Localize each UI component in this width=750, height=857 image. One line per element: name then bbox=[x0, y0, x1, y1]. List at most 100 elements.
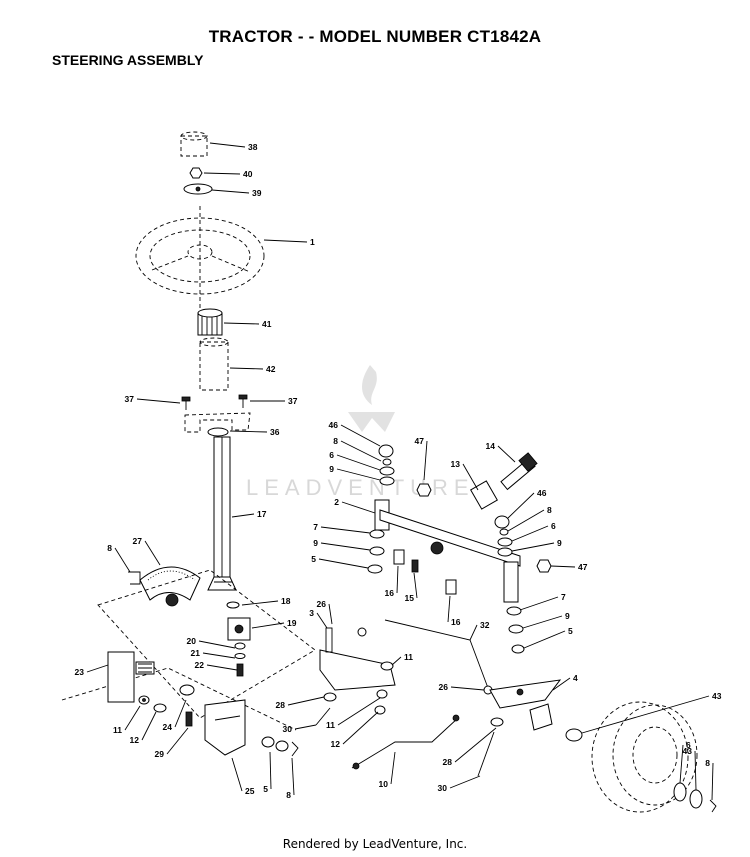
spacer-24 bbox=[179, 684, 195, 696]
part-callout: 22 bbox=[195, 660, 205, 670]
leader-line bbox=[229, 430, 268, 433]
leader-line bbox=[231, 513, 255, 518]
washer-6-wheel bbox=[673, 782, 687, 802]
part-callout: 1 bbox=[310, 237, 315, 247]
lock-nut-11-left bbox=[138, 695, 150, 705]
washers-5-left bbox=[261, 736, 289, 752]
part-callout: 47 bbox=[415, 436, 425, 446]
part-callout: 9 bbox=[565, 611, 570, 621]
washer-6-left-axle bbox=[379, 466, 395, 476]
leader-line bbox=[469, 624, 478, 641]
shaft-washer bbox=[226, 601, 240, 609]
part-callout: 3 bbox=[309, 608, 314, 618]
part-callout: 9 bbox=[557, 538, 562, 548]
watermark: LEADVENTURE bbox=[246, 365, 469, 500]
part-callout: 5 bbox=[568, 626, 573, 636]
washer-9-right-axle bbox=[497, 547, 513, 557]
leader-line bbox=[511, 525, 549, 542]
steering-bellows bbox=[199, 337, 229, 391]
front-axle bbox=[379, 509, 521, 567]
leader-line bbox=[269, 751, 272, 790]
part-callout: 11 bbox=[326, 720, 335, 730]
leader-line bbox=[202, 652, 236, 659]
steering-wheel bbox=[135, 206, 265, 320]
leader-line bbox=[711, 762, 714, 801]
part-callout: 21 bbox=[191, 648, 201, 658]
hex-nut bbox=[189, 167, 203, 179]
part-callout: 30 bbox=[283, 724, 293, 734]
part-callout: 28 bbox=[443, 757, 453, 767]
washer-43-wheel bbox=[689, 789, 703, 809]
part-callout: 9 bbox=[313, 538, 318, 548]
part-callout: 15 bbox=[405, 593, 415, 603]
part-callout: 23 bbox=[75, 667, 85, 677]
leader-line bbox=[223, 322, 260, 325]
part-callout: 16 bbox=[451, 617, 461, 627]
part-callout: 6 bbox=[329, 450, 334, 460]
leader-line bbox=[203, 172, 241, 175]
part-callout: 8 bbox=[547, 505, 552, 515]
bushing-20 bbox=[234, 642, 246, 650]
bolt-29 bbox=[185, 711, 193, 727]
leader-line bbox=[263, 239, 308, 243]
part-callout: 8 bbox=[107, 543, 112, 553]
steering-adapter bbox=[197, 308, 223, 336]
part-callout: 2 bbox=[334, 497, 339, 507]
washer-28-left bbox=[323, 692, 337, 702]
leader-line bbox=[206, 664, 238, 671]
footer-credit: Rendered by LeadVenture, Inc. bbox=[282, 837, 468, 851]
part-callout: 10 bbox=[379, 779, 389, 789]
leader-line bbox=[449, 775, 481, 789]
part-callout: 42 bbox=[266, 364, 276, 374]
steering-arm-right bbox=[489, 679, 562, 709]
steering-cap bbox=[180, 131, 208, 157]
part-callout: 18 bbox=[281, 596, 291, 606]
part-callout: 20 bbox=[187, 636, 197, 646]
part-callout: 39 bbox=[252, 188, 262, 198]
part-callout: 37 bbox=[125, 394, 135, 404]
leader-line bbox=[174, 699, 187, 728]
leader-line bbox=[318, 558, 369, 569]
part-callout: 27 bbox=[133, 536, 143, 546]
part-callout: 37 bbox=[288, 396, 298, 406]
part-callout: 11 bbox=[113, 725, 122, 735]
spacer-13 bbox=[470, 480, 498, 510]
part-callout: 16 bbox=[385, 588, 395, 598]
pivot-bracket bbox=[107, 651, 155, 703]
washer-5-right bbox=[511, 644, 525, 654]
leader-line bbox=[511, 542, 555, 552]
part-callout: 47 bbox=[578, 562, 588, 572]
part-callout: 25 bbox=[245, 786, 255, 796]
steering-bracket bbox=[184, 412, 251, 437]
axle-cap-46-right bbox=[494, 515, 510, 529]
pin-30-left bbox=[315, 707, 331, 726]
part-callout: 12 bbox=[130, 735, 140, 745]
spindle-right bbox=[503, 561, 519, 603]
leader-line bbox=[519, 596, 559, 611]
bearing-43 bbox=[565, 728, 583, 742]
washer-9-left-axle bbox=[379, 476, 395, 486]
screw-right bbox=[238, 394, 248, 408]
leader-line bbox=[241, 600, 279, 606]
lock-nut-11-center bbox=[376, 689, 388, 699]
part-callout: 6 bbox=[686, 740, 691, 750]
part-callout: 32 bbox=[480, 620, 490, 630]
leader-line bbox=[340, 424, 381, 447]
mounting-bracket bbox=[204, 699, 246, 756]
bolt-15 bbox=[411, 559, 419, 573]
leader-line bbox=[341, 501, 376, 514]
part-callout: 13 bbox=[451, 459, 461, 469]
page-title: TRACTOR - - MODEL NUMBER CT1842A bbox=[208, 27, 542, 46]
leader-line bbox=[141, 711, 157, 741]
part-callout: 29 bbox=[155, 749, 165, 759]
leader-line bbox=[694, 750, 697, 791]
leader-line bbox=[198, 640, 236, 649]
bolt-22 bbox=[236, 663, 244, 677]
axle-cap-46-left bbox=[378, 444, 394, 458]
bushing-16-left bbox=[393, 549, 405, 565]
leader-line bbox=[391, 656, 402, 666]
part-callout: 7 bbox=[561, 592, 566, 602]
leader-line bbox=[413, 572, 418, 599]
leader-line bbox=[144, 540, 161, 566]
